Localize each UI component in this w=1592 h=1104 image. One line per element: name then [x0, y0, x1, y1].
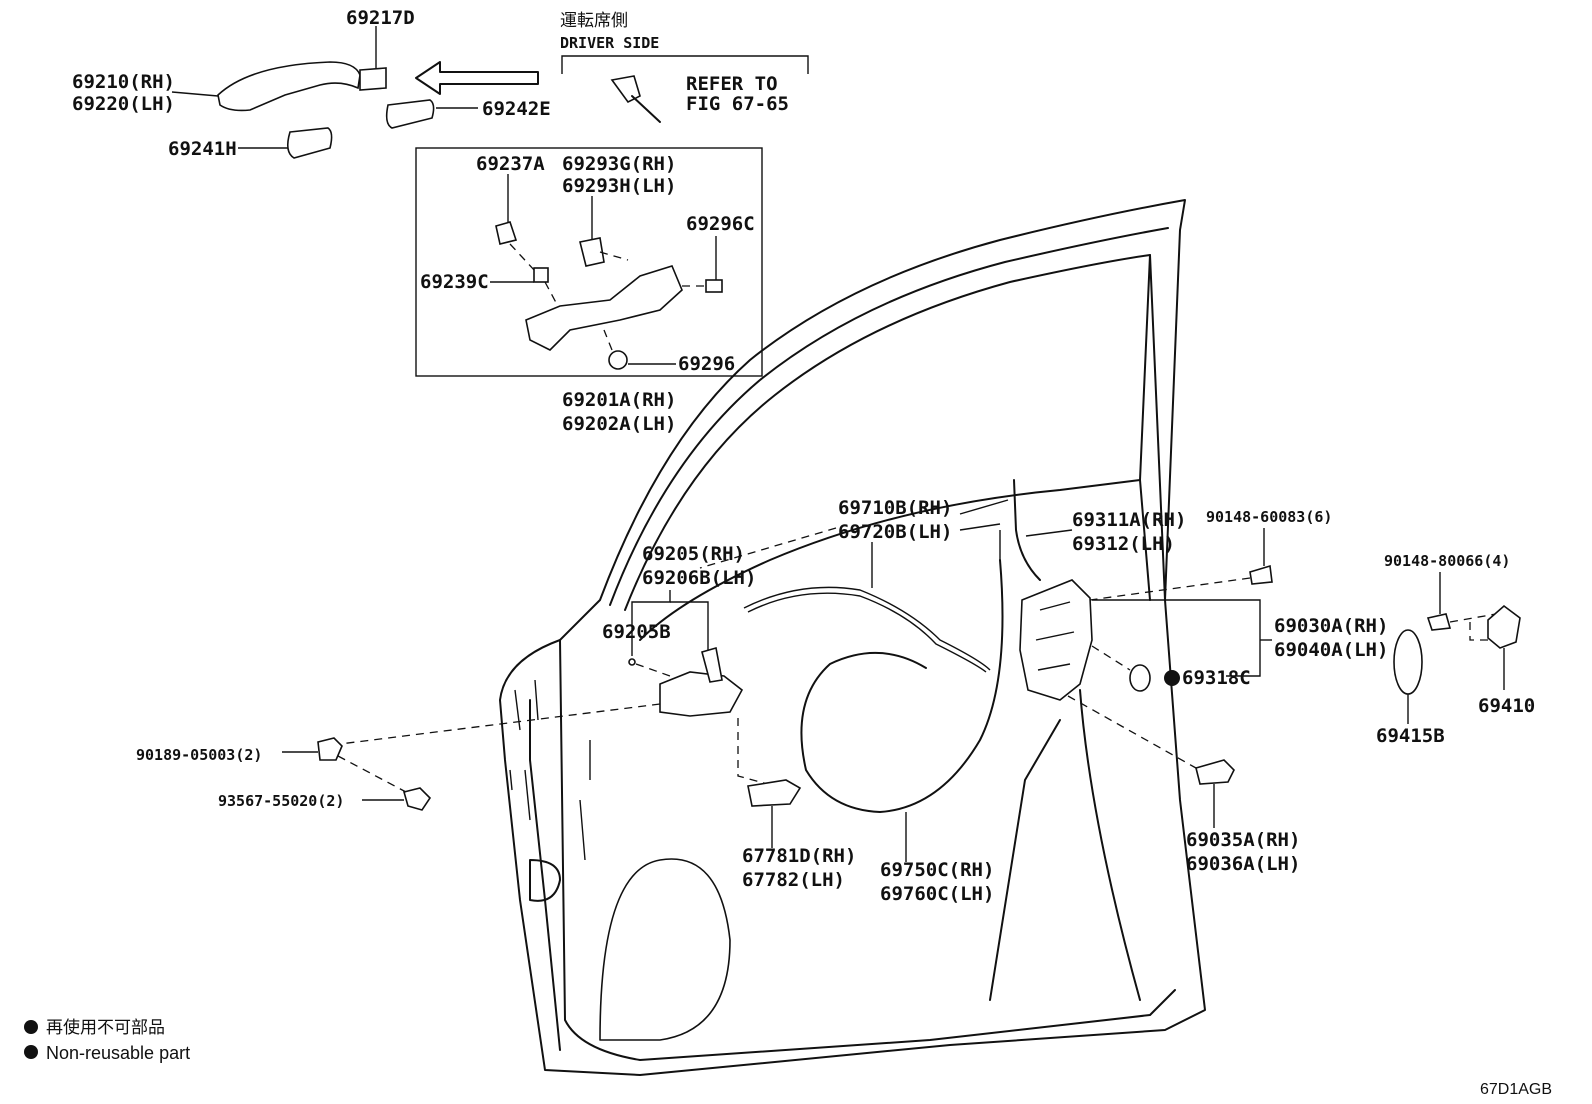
label-69750C: 69750C(RH): [880, 859, 994, 881]
label-69206B: 69206B(LH): [642, 567, 756, 589]
handle-frame-box: 69237A 69293G(RH) 69293H(LH) 69296C 6923…: [415, 147, 763, 435]
screw-90148-60083-icon: [1249, 564, 1273, 585]
screw-90148-80066-icon: [1426, 613, 1452, 631]
outside-handle-group: 69217D 69210(RH) 69220(LH) 69242E 69241H: [72, 7, 551, 160]
label-69311A: 69311A(RH): [1072, 509, 1186, 531]
label-69242E: 69242E: [482, 98, 551, 120]
handle-lever-icon: [701, 646, 723, 683]
label-69296C: 69296C: [686, 213, 755, 235]
figure-code: 67D1AGB: [1480, 1081, 1552, 1098]
label-69296: 69296: [678, 353, 735, 375]
non-reusable-dot-icon: [1164, 670, 1180, 686]
label-69318C: 69318C: [1182, 667, 1251, 689]
label-67782: 67782(LH): [742, 869, 845, 891]
handle-pad-front-icon: [286, 127, 333, 159]
handle-pad-rear-icon: [385, 99, 435, 129]
frame-bracket-icon: [525, 265, 683, 351]
frame-box: [415, 147, 763, 377]
bolt-69296-icon: [608, 350, 628, 370]
label-fig: FIG 67-65: [686, 93, 789, 115]
label-69720B: 69720B(LH): [838, 521, 952, 543]
label-90189: 90189-05003(2): [136, 746, 262, 764]
cable-69710B-icon: [743, 586, 991, 671]
legend: 再使用不可部品 Non-reusable part: [24, 1017, 190, 1063]
key-cylinder-icon: [610, 75, 641, 104]
label-90148-80066: 90148-80066(4): [1384, 552, 1510, 570]
label-69217D: 69217D: [346, 7, 415, 29]
striker-cover-icon: [1393, 629, 1423, 695]
label-67781D: 67781D(RH): [742, 845, 856, 867]
label-69415B: 69415B: [1376, 725, 1445, 747]
label-69241H: 69241H: [168, 138, 237, 160]
label-69220LH: 69220(LH): [72, 93, 175, 115]
cap-69237A-icon: [495, 221, 518, 245]
inside-handle-icon: [659, 671, 744, 717]
label-69760C: 69760C(LH): [880, 883, 994, 905]
label-69030A: 69030A(RH): [1274, 615, 1388, 637]
label-69036A: 69036A(LH): [1186, 853, 1300, 875]
inside-handle-group: 69205(RH) 69206B(LH) 69205B: [339, 543, 791, 791]
label-jp-driver: 運転席側: [560, 11, 628, 31]
clip-69293-icon: [579, 237, 605, 267]
label-69202A: 69202A(LH): [562, 413, 676, 435]
legend-dot-en-icon: [24, 1045, 38, 1059]
striker-group: 90148-80066(4) 69410 69415B: [1376, 552, 1535, 747]
label-90148-60083: 90148-60083(6): [1206, 508, 1332, 526]
label-69040A: 69040A(LH): [1274, 639, 1388, 661]
label-69410: 69410: [1478, 695, 1535, 717]
trim-cover-icon: [747, 779, 802, 807]
label-93567: 93567-55020(2): [218, 792, 344, 810]
label-69293H: 69293H(LH): [562, 175, 676, 197]
weatherstrip-69035A-icon: [1195, 759, 1235, 785]
legend-en: Non-reusable part: [46, 1043, 190, 1063]
label-69312: 69312(LH): [1072, 533, 1175, 555]
label-69201A: 69201A(RH): [562, 389, 676, 411]
label-69710B: 69710B(RH): [838, 497, 952, 519]
door-lock-group: 90148-60083(6) 69030A(RH) 69040A(LH) 693…: [1019, 508, 1388, 875]
label-69205B: 69205B: [602, 621, 671, 643]
outside-handle-icon: [217, 61, 361, 112]
legend-dot-jp-icon: [24, 1020, 38, 1034]
grommet-69318C-icon: [1129, 664, 1151, 692]
clip-90189-icon: [317, 737, 343, 761]
bolt-69296C-icon: [705, 279, 723, 293]
clips-left-group: 90189-05003(2) 93567-55020(2): [136, 737, 432, 811]
label-driver-side: DRIVER SIDE: [560, 34, 659, 52]
screw-93567-icon: [403, 787, 432, 811]
door-frame: [499, 199, 1206, 1076]
cable-69750C-icon: [800, 559, 1004, 813]
label-refer-to: REFER TO: [686, 73, 778, 95]
label-69210RH: 69210(RH): [72, 71, 175, 93]
grommet-icon: [533, 267, 549, 283]
legend-jp: 再使用不可部品: [46, 1017, 165, 1038]
handle-cap-icon: [359, 67, 387, 91]
label-69293G: 69293G(RH): [562, 153, 676, 175]
door-lock-icon: [1019, 579, 1093, 701]
label-69237A: 69237A: [476, 153, 545, 175]
arrow-icon: [415, 61, 539, 95]
driver-side-group: 運転席側 DRIVER SIDE REFER TO FIG 67-65: [560, 11, 809, 123]
trim-cover-group: 67781D(RH) 67782(LH): [742, 779, 856, 891]
label-69035A: 69035A(RH): [1186, 829, 1300, 851]
label-69205RH: 69205(RH): [642, 543, 745, 565]
cables-group: 69710B(RH) 69720B(LH) 69750C(RH) 69760C(…: [699, 479, 1186, 905]
striker-icon: [1487, 604, 1521, 649]
label-69239C: 69239C: [420, 271, 489, 293]
